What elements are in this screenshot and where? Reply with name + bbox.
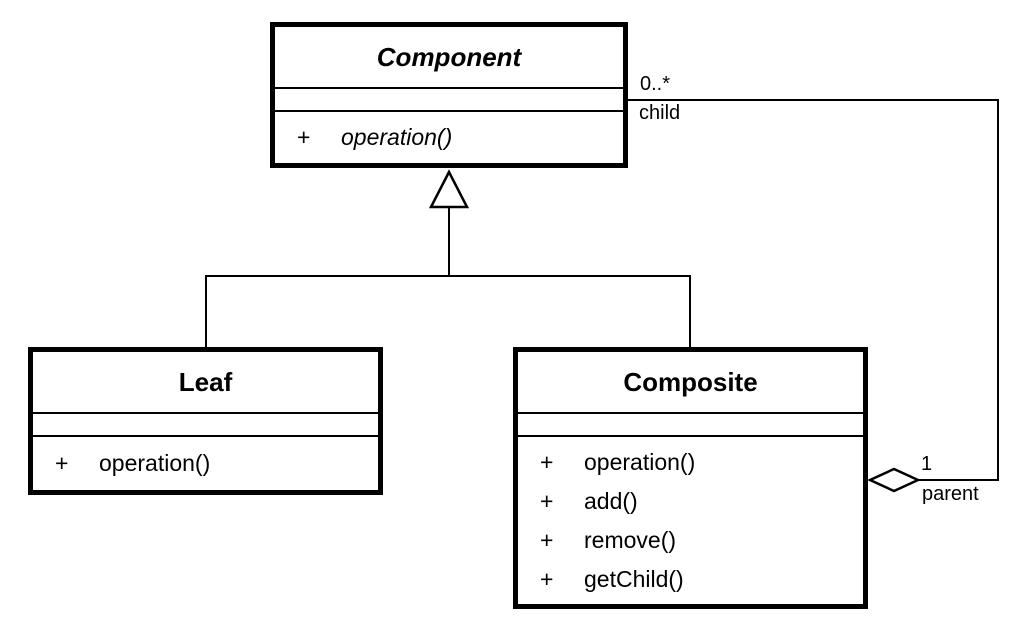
- generalization-branch-line: [205, 275, 691, 347]
- visibility-symbol: +: [540, 487, 554, 514]
- operation-name: operation(): [341, 124, 453, 150]
- aggregation-line: [628, 99, 999, 481]
- visibility-symbol: +: [540, 565, 554, 592]
- operation-row: + operation(): [275, 124, 623, 151]
- operation-name: operation(): [99, 450, 211, 476]
- compartment-divider: [275, 87, 623, 89]
- attributes-compartment-leaf: [33, 414, 378, 435]
- compartment-divider: [33, 435, 378, 437]
- class-box-leaf: Leaf + operation(): [28, 347, 383, 495]
- operation-row: + operation(): [33, 450, 378, 477]
- operation-row: + operation(): [518, 443, 863, 482]
- role-label-child-end: child: [639, 102, 681, 124]
- visibility-symbol: +: [297, 124, 311, 150]
- class-name-component: Component: [376, 41, 522, 72]
- compartment-divider: [33, 412, 378, 414]
- compartment-divider: [518, 412, 863, 414]
- operation-name: add(): [584, 487, 638, 514]
- compartment-divider: [275, 110, 623, 112]
- operations-compartment-leaf: + operation(): [33, 437, 378, 490]
- attributes-compartment-component: [275, 89, 623, 110]
- operation-row: + add(): [518, 482, 863, 521]
- role-label-parent-end: parent: [922, 483, 979, 505]
- operation-row: + remove(): [518, 521, 863, 560]
- class-box-component: Component + operation(): [270, 22, 628, 168]
- multiplicity-label-parent-end: 1: [921, 453, 933, 475]
- generalization-triangle-icon: [428, 169, 470, 209]
- operation-name: operation(): [584, 448, 696, 475]
- class-name-leaf: Leaf: [178, 366, 233, 397]
- operation-name: getChild(): [584, 565, 684, 592]
- class-box-composite: Composite + operation() + add() + remove…: [513, 347, 868, 609]
- operations-compartment-component: + operation(): [275, 112, 623, 163]
- visibility-symbol: +: [540, 526, 554, 553]
- visibility-symbol: +: [55, 450, 69, 476]
- multiplicity-label-child-end: 0..*: [640, 73, 671, 95]
- aggregation-diamond-icon: [866, 467, 922, 493]
- compartment-divider: [518, 435, 863, 437]
- class-name-composite: Composite: [623, 366, 758, 397]
- attributes-compartment-composite: [518, 414, 863, 435]
- operations-compartment-composite: + operation() + add() + remove() + getCh…: [518, 437, 863, 604]
- visibility-symbol: +: [540, 448, 554, 475]
- operation-name: remove(): [584, 526, 677, 553]
- operation-row: + getChild(): [518, 560, 863, 599]
